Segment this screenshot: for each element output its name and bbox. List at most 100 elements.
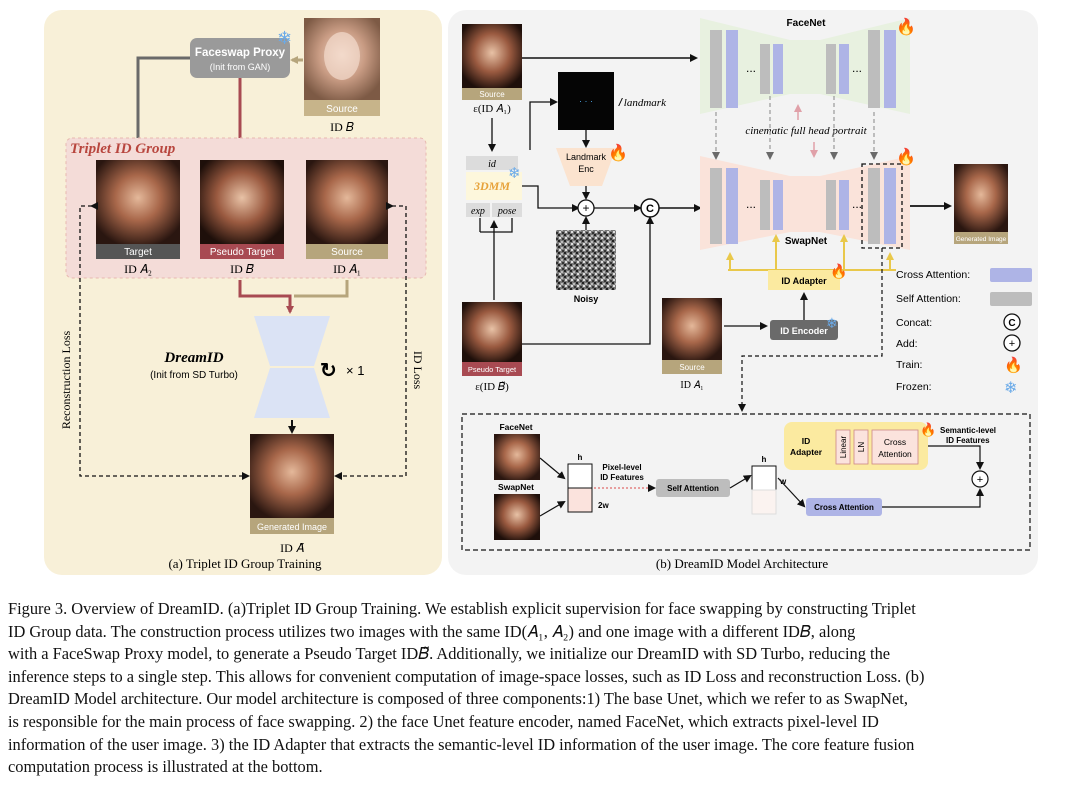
legend-self-attention-swatch	[990, 292, 1032, 306]
fire-icon: 🔥	[830, 263, 847, 280]
detail-self-attn-out-arrow	[729, 474, 752, 489]
3dmm-to-landmark-arrow	[529, 98, 558, 150]
detail-connector-line	[738, 248, 883, 412]
landmark-enc-shape	[556, 148, 616, 186]
triplet-id-group-title: Triplet ID Group	[70, 141, 176, 157]
detail-semantic-label-1: Semantic-level	[940, 426, 996, 435]
legend-train-label: Train:	[896, 359, 922, 371]
pseudo-target-label-b: Pseudo Target	[468, 365, 517, 374]
facenet-blocks	[710, 30, 896, 108]
caption-line-2: ID Group data. The construction process …	[8, 621, 856, 641]
3dmm-exp-label: exp	[471, 206, 485, 217]
detail-ln-box	[853, 429, 869, 465]
pseudo-target-label: Pseudo Target	[210, 247, 275, 258]
3dmm-label: 3DMM	[473, 179, 510, 193]
target-image	[96, 160, 180, 244]
pseudo-target-image	[200, 160, 284, 244]
facenet-swapnet-dashed-links	[712, 96, 878, 160]
reconstruction-loss-label: Reconstruction Loss	[59, 331, 73, 430]
landmark-image	[558, 72, 614, 130]
generated-image-b	[954, 164, 1008, 232]
figure-3-diagram: Faceswap Proxy (Init from GAN) ❄ Source …	[44, 10, 1038, 575]
id-adapter-label: ID Adapter	[781, 276, 827, 286]
detail-adapter-to-add-arrow	[928, 445, 984, 470]
legend-add-symbol: +	[1009, 338, 1015, 350]
id-adapter-box	[768, 270, 840, 290]
id-a1-label-b: ID 𝐴₁	[680, 380, 703, 391]
dreamid-subtitle: (Init from SD Turbo)	[150, 370, 238, 381]
eps-id-btilde-label: ε(ID 𝐵̃)	[475, 381, 509, 393]
source-label-bar-b	[462, 88, 522, 100]
dreamid-title: DreamID	[163, 350, 223, 366]
detail-adapter-cross-box	[871, 429, 919, 465]
noisy-image	[556, 230, 616, 290]
detail-facenet-image	[494, 434, 540, 480]
generated-image-a	[250, 434, 334, 518]
detail-cross-attention-label: Cross Attention	[814, 503, 874, 512]
detail-ln-label: LN	[857, 442, 866, 452]
source-b-label-bar	[304, 100, 380, 116]
caption-line-6: is responsible for the main process of f…	[8, 711, 879, 731]
source-image-b	[462, 24, 522, 88]
detail-cross-attention-box	[806, 498, 882, 516]
i-landmark-label: 𝐼 landmark	[618, 97, 667, 109]
3dmm-exp-field	[466, 203, 490, 217]
detail-feature-bottom	[567, 487, 593, 513]
legend-concat-symbol: C	[1008, 318, 1015, 329]
fire-icon: 🔥	[920, 422, 936, 437]
facenet-background	[700, 18, 910, 114]
detail-facenet-arrow	[539, 457, 566, 480]
legend-add-label: Add:	[896, 338, 918, 350]
fusion-detail-box	[461, 413, 1031, 551]
legend-snowflake-icon: ❄	[1004, 380, 1017, 397]
swapnet-title: SwapNet	[785, 236, 828, 247]
pose-line	[480, 218, 513, 233]
noisy-label: Noisy	[574, 294, 599, 304]
faceswap-proxy-title: Faceswap Proxy	[195, 47, 286, 59]
source-a1-image	[306, 160, 388, 244]
detail-self-attention-label: Self Attention	[667, 484, 719, 493]
snowflake-icon: ❄	[277, 28, 292, 48]
detail-pixel-level-label-1: Pixel-level	[602, 463, 641, 472]
reconstruction-loss-line	[79, 202, 250, 480]
concat-node-symbol: C	[646, 203, 654, 215]
detail-semantic-label-2: ID Features	[946, 436, 990, 445]
generated-image-label: Generated Image	[257, 522, 327, 532]
eps-id-a1-label: ε(ID 𝐴₁)	[473, 103, 511, 115]
adapter-injection-arrows	[726, 234, 894, 270]
3dmm-to-add-arrow	[522, 185, 580, 212]
source-b-label: Source	[326, 104, 358, 115]
detail-cross-to-add-arrow	[882, 488, 984, 508]
detail-swapnet-image	[494, 494, 540, 540]
id-loss-line	[334, 202, 407, 480]
swapnet-blocks	[710, 168, 896, 244]
3dmm-id-field	[466, 156, 518, 170]
generated-label-b: Generated Image	[956, 236, 1007, 243]
panel-b-caption: (b) DreamID Model Architecture	[656, 556, 828, 571]
dreamid-decoder-shape	[254, 368, 330, 418]
legend-concat-icon	[1003, 313, 1021, 331]
3dmm-box	[466, 172, 522, 200]
id-a1-label: ID 𝐴₁	[333, 262, 361, 276]
target-label: Target	[124, 247, 152, 258]
swapnet-background	[700, 156, 910, 250]
caption-line-7: information of the user image. 3) the ID…	[8, 734, 915, 754]
3dmm-pose-field	[492, 203, 522, 217]
id-encoder-box	[770, 320, 838, 340]
times-one-label: × 1	[346, 363, 364, 378]
pseudo-target-label-bar-b	[462, 362, 522, 376]
caption-line-3: with a FaceSwap Proxy model, to generate…	[8, 644, 891, 664]
detail-to-cross-arrow	[777, 477, 806, 508]
snowflake-icon: ❄	[826, 315, 838, 331]
detail-add-node	[971, 470, 989, 488]
3dmm-id-label: id	[488, 159, 497, 170]
facenet-ellipsis-2: ...	[852, 61, 862, 75]
facenet-title: FaceNet	[787, 18, 827, 29]
swapnet-ellipsis-1: ...	[746, 197, 756, 211]
id-encoder-label: ID Encoder	[780, 326, 828, 336]
landmark-dots-icon: · · ·	[579, 96, 593, 106]
generated-label-bar-b	[954, 232, 1008, 244]
legend-self-attention-label: Self Attention:	[896, 293, 961, 305]
swapnet-ellipsis-2: ...	[852, 197, 862, 211]
detail-id-adapter-label-1: ID	[802, 436, 811, 446]
